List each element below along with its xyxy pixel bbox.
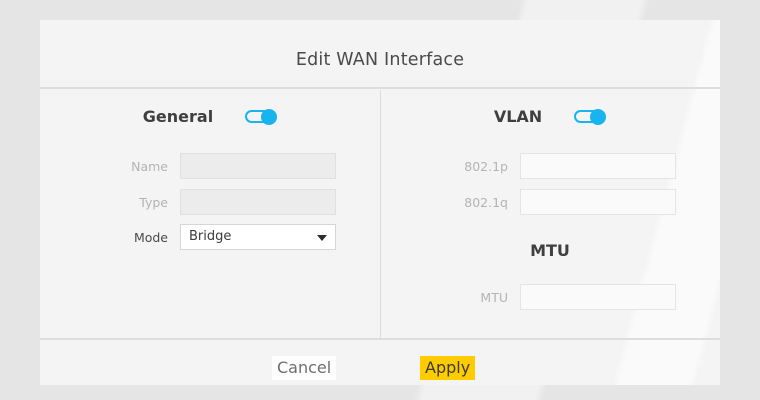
vlan-section-title: VLAN [493, 106, 543, 126]
label-type: Type [139, 194, 168, 210]
cancel-button[interactable]: Cancel [272, 356, 337, 380]
mtu-section-header: MTU [380, 238, 720, 262]
dialog-footer: Cancel Apply [40, 348, 720, 385]
vlan-section-header: VLAN [380, 104, 720, 128]
input-8021q[interactable] [520, 189, 676, 215]
label-8021q: 802.1q [464, 194, 508, 210]
edit-wan-interface-dialog: Edit WAN Interface General Name Type Mod… [40, 20, 720, 385]
vlan-mtu-panel: VLAN 802.1p 802.1q MTU MTU [380, 90, 720, 338]
header-divider [40, 87, 720, 89]
field-row-8021p: 802.1p [380, 153, 720, 179]
toggle-knob-icon [590, 108, 607, 125]
general-panel: General Name Type Mode Bridge [40, 90, 380, 338]
general-toggle[interactable] [245, 108, 278, 125]
mtu-section-title: MTU [530, 240, 570, 260]
general-section-header: General [40, 104, 380, 128]
chevron-down-icon [317, 235, 327, 241]
label-8021p: 802.1p [464, 158, 508, 174]
field-row-8021q: 802.1q [380, 189, 720, 215]
field-row-mode: Mode Bridge [40, 224, 380, 250]
input-8021p[interactable] [520, 153, 676, 179]
input-name[interactable] [180, 153, 336, 179]
select-mode-value: Bridge [189, 229, 232, 244]
label-name: Name [131, 158, 168, 174]
page-title: Edit WAN Interface [295, 50, 465, 70]
toggle-knob-icon [261, 108, 278, 125]
general-section-title: General [142, 106, 214, 126]
panel-divider [380, 90, 381, 338]
vlan-toggle[interactable] [574, 108, 607, 125]
footer-divider [40, 338, 720, 340]
field-row-name: Name [40, 153, 380, 179]
apply-button[interactable]: Apply [420, 356, 476, 380]
field-row-type: Type [40, 189, 380, 215]
input-type[interactable] [180, 189, 336, 215]
label-mtu: MTU [480, 289, 508, 305]
input-mtu[interactable] [520, 284, 676, 310]
select-mode[interactable]: Bridge [180, 224, 336, 250]
label-mode: Mode [133, 229, 168, 245]
field-row-mtu: MTU [380, 284, 720, 310]
